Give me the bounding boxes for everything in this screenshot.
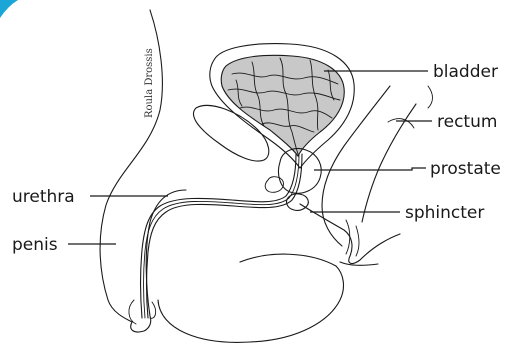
prostate-gland xyxy=(278,149,321,194)
seminal-vesicle xyxy=(265,177,283,193)
corner-accent xyxy=(0,0,18,18)
label-prostate: prostate xyxy=(430,159,501,179)
urethra-channel-outer xyxy=(141,154,297,318)
label-sphincter: sphincter xyxy=(405,203,484,223)
penis-outline xyxy=(131,190,186,332)
glans-outline xyxy=(129,300,156,324)
perineum-line xyxy=(340,262,378,265)
label-penis: penis xyxy=(12,235,58,255)
label-rectum: rectum xyxy=(437,112,497,132)
urethra-channel-mid xyxy=(144,154,300,318)
sacrum-edge xyxy=(428,86,433,108)
scrotum-outline xyxy=(158,266,343,342)
label-urethra: urethra xyxy=(12,187,75,207)
urethra-channel-inner xyxy=(147,154,303,318)
thigh-outline xyxy=(240,254,336,266)
artist-signature: Roula Drossis xyxy=(144,48,155,118)
anal-canal xyxy=(346,220,359,256)
label-bladder: bladder xyxy=(433,62,498,82)
